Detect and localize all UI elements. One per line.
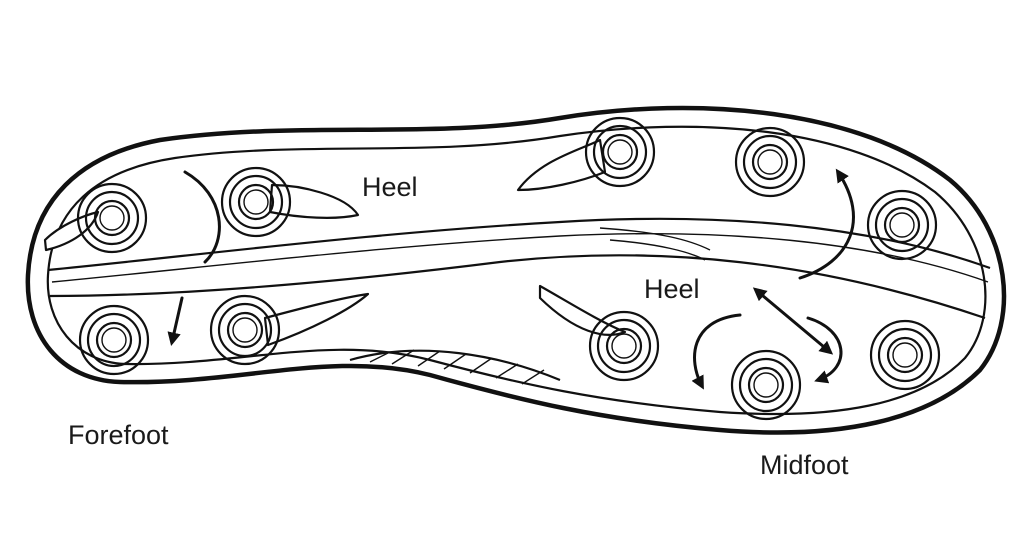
blade-bot-left: [263, 292, 370, 347]
stud: [209, 294, 281, 366]
label-heel-top: Heel: [362, 172, 418, 202]
stud: [734, 126, 806, 198]
arrow-curve-toe: [183, 170, 221, 264]
blade-top-left: [268, 183, 360, 219]
stud: [78, 304, 150, 376]
blade-bot-middle: [538, 284, 627, 336]
stud: [76, 182, 148, 254]
label-midfoot: Midfoot: [760, 450, 849, 480]
arrow-down-forefoot: [167, 296, 184, 346]
stud: [730, 349, 802, 421]
studs: [76, 116, 941, 421]
arrows: [167, 168, 855, 390]
label-forefoot: Forefoot: [68, 420, 169, 450]
center-groove: [47, 217, 991, 320]
arrow-curve-left-down: [691, 313, 742, 390]
arrow-curve-right: [806, 316, 843, 384]
stud: [866, 189, 938, 261]
arrow-double-diagonal: [752, 287, 834, 355]
stud: [584, 116, 656, 188]
midsole-hatching: [349, 349, 561, 385]
blade-top-middle: [516, 138, 607, 192]
sole-outline: [25, 105, 1007, 435]
arrow-heel-up: [798, 168, 855, 280]
stud: [869, 319, 941, 391]
blades: [43, 138, 627, 347]
label-heel-right: Heel: [644, 274, 700, 304]
stud: [220, 166, 292, 238]
stud: [588, 310, 660, 382]
blade-toe: [43, 210, 100, 252]
